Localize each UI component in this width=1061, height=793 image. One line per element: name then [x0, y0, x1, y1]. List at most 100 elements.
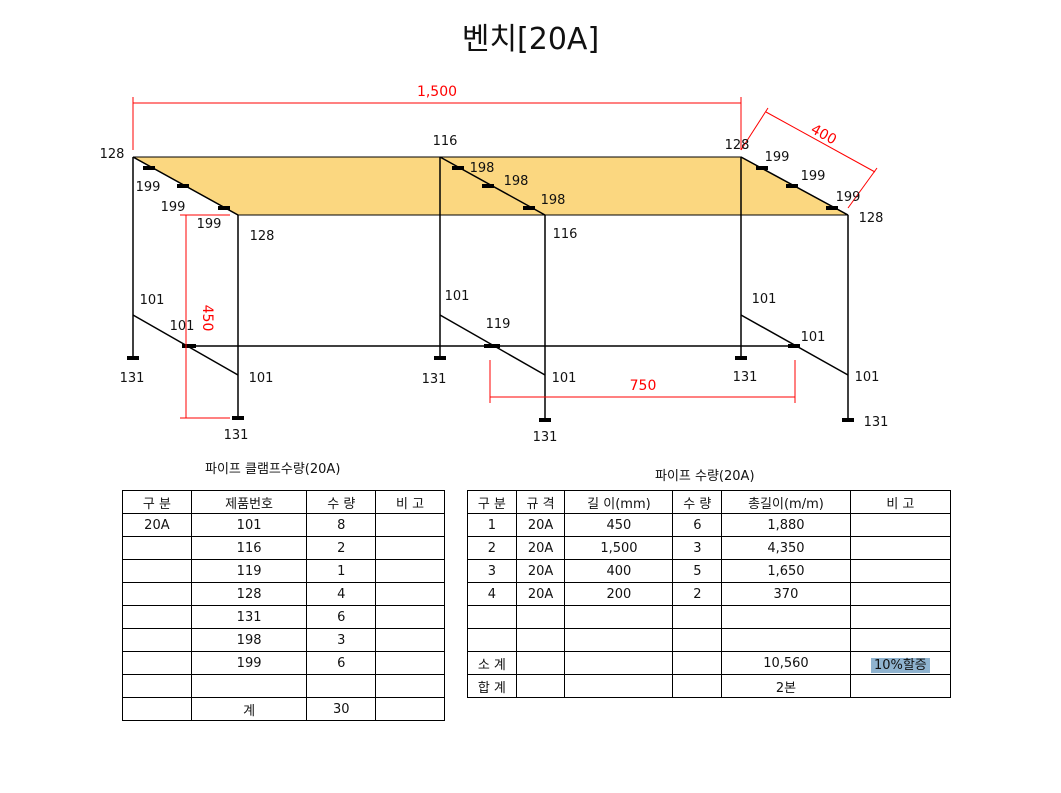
dim-span: 750 [630, 378, 657, 394]
table-cell: 4 [467, 582, 517, 606]
table-cell [672, 605, 723, 629]
table-cell: 101 [190, 513, 308, 537]
table-cell: 20A [122, 513, 192, 537]
dimension-lines [132, 97, 878, 419]
part-number-label: 199 [197, 217, 222, 232]
table-cell [122, 582, 192, 606]
part-number-label: 101 [855, 370, 880, 385]
page-title: 벤치[20A] [461, 22, 600, 57]
table-cell: 119 [190, 559, 308, 583]
part-number-label: 198 [541, 193, 566, 208]
table-cell: 131 [190, 605, 308, 629]
table-cell [515, 674, 566, 698]
part-number-label: 199 [801, 169, 826, 184]
dim-depth: 400 [808, 121, 839, 148]
table-cell [564, 628, 674, 652]
table-cell [515, 651, 566, 675]
part-number-label: 131 [120, 371, 145, 386]
table-cell [375, 674, 445, 698]
table-cell: 2본 [721, 674, 851, 698]
part-number-label: 128 [859, 211, 884, 226]
table-cell: 200 [564, 582, 674, 606]
table-cell [122, 536, 192, 560]
part-number-label: 128 [100, 147, 125, 162]
table-cell: 길 이(mm) [564, 490, 674, 514]
part-number-label: 131 [864, 415, 889, 430]
table-cell: 3 [306, 628, 377, 652]
table-cell: 116 [190, 536, 308, 560]
table-cell: 규 격 [515, 490, 566, 514]
table-cell [122, 559, 192, 583]
table-cell: 3 [672, 536, 723, 560]
surcharge-badge: 10%할증 [870, 657, 930, 673]
table-cell [672, 674, 723, 698]
table-cell [375, 536, 445, 560]
part-number-label: 101 [552, 371, 577, 386]
table-cell [564, 605, 674, 629]
table-cell [306, 674, 377, 698]
part-number-label: 199 [136, 180, 161, 195]
table-cell: 1 [306, 559, 377, 583]
table-cell [375, 697, 445, 721]
table-cell [849, 605, 952, 629]
table-cell: 199 [190, 651, 308, 675]
table-cell [564, 674, 674, 698]
part-number-label: 101 [445, 289, 470, 304]
table-cell [721, 628, 851, 652]
table-cell: 10,560 [721, 651, 851, 675]
table-cell [515, 605, 566, 629]
table-cell: 3 [467, 559, 517, 583]
part-number-label: 198 [470, 161, 495, 176]
part-number-label: 101 [170, 319, 195, 334]
table-cell [672, 651, 723, 675]
table-row [467, 605, 952, 629]
table-cell: 20A [515, 513, 566, 537]
table-cell: 4 [306, 582, 377, 606]
table-cell [849, 628, 952, 652]
table-cell: 370 [721, 582, 851, 606]
table-cell [375, 582, 445, 606]
table-cell: 198 [190, 628, 308, 652]
table-cell: 5 [672, 559, 723, 583]
part-number-label: 119 [486, 317, 511, 332]
table-cell: 128 [190, 582, 308, 606]
table-cell: 1,650 [721, 559, 851, 583]
part-number-label: 116 [553, 227, 578, 242]
table-row [122, 674, 445, 698]
table-cell [849, 674, 952, 698]
part-number-label: 128 [725, 138, 750, 153]
table-cell [122, 674, 192, 698]
part-number-label: 199 [161, 200, 186, 215]
table-cell [849, 559, 952, 583]
table-cell: 제품번호 [190, 490, 308, 514]
part-number-label: 101 [249, 371, 274, 386]
table-cell: 총길이(m/m) [721, 490, 851, 514]
table-row: 소 계 10,560 10%할증 [467, 651, 952, 675]
table-cell: 구 분 [467, 490, 517, 514]
part-number-label: 199 [836, 190, 861, 205]
table-cell: 합 계 [467, 674, 517, 698]
table-cell: 2 [306, 536, 377, 560]
part-number-label: 131 [533, 430, 558, 445]
table-row [467, 628, 952, 652]
part-number-label: 101 [752, 292, 777, 307]
table-cell: 8 [306, 513, 377, 537]
part-number-label: 131 [224, 428, 249, 443]
table-cell [467, 628, 517, 652]
table-cell: 비 고 [849, 490, 952, 514]
table-cell: 소 계 [467, 651, 517, 675]
table-cell: 수 량 [672, 490, 723, 514]
